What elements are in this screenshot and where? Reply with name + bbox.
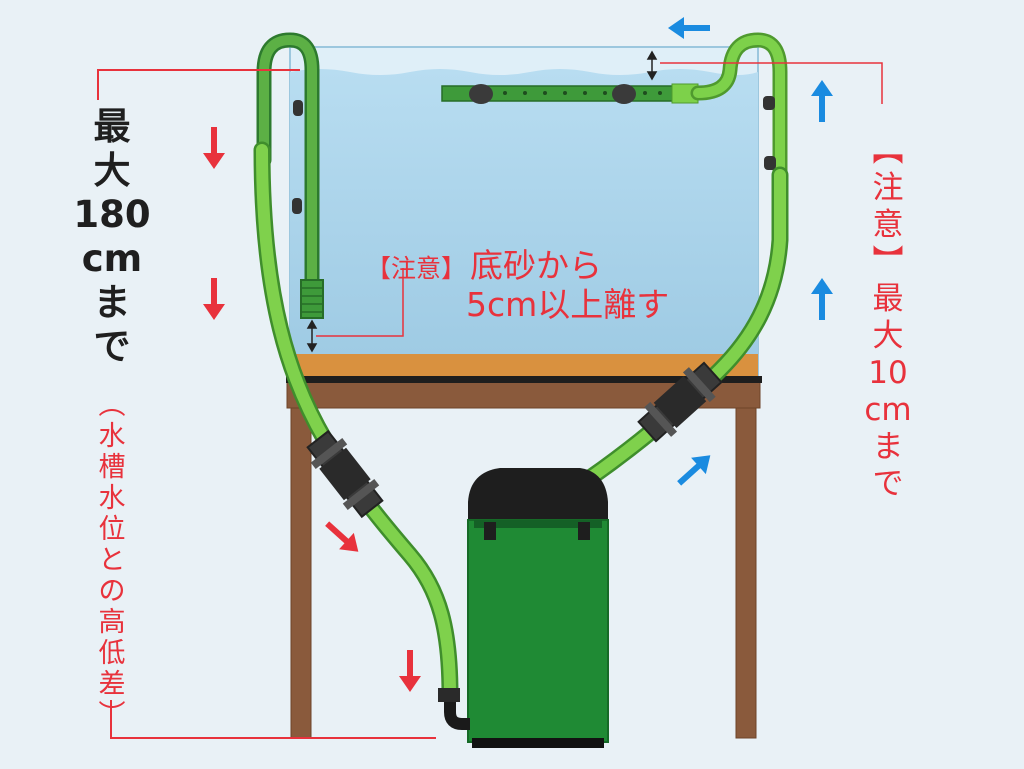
label-glyph: cm xyxy=(81,237,143,280)
label-glyph: 水 xyxy=(98,483,126,514)
label-glyph: 位 xyxy=(98,514,126,545)
suction-cup-icon xyxy=(612,84,636,104)
label-glyph: ま xyxy=(93,281,131,324)
note-line-2: 5cm以上離す xyxy=(466,285,670,324)
flow-up-arrows xyxy=(668,17,833,486)
suction-cup-icon xyxy=(469,84,493,104)
tank-water xyxy=(290,69,758,354)
blue-arrow-icon xyxy=(811,278,833,320)
label-glyph: 槽 xyxy=(98,452,126,483)
canister-filter xyxy=(438,468,609,748)
label-glyph: 大 xyxy=(872,318,904,354)
double-tap-valve-right xyxy=(637,361,723,443)
suction-cup-icon xyxy=(764,156,776,170)
red-arrow-icon xyxy=(203,278,225,320)
label-glyph: ︻ xyxy=(872,133,904,169)
label-glyph: ︶ xyxy=(98,700,126,731)
blue-arrow-icon xyxy=(811,80,833,122)
red-arrow-icon xyxy=(325,521,359,552)
blue-arrow-icon xyxy=(668,17,710,39)
height-difference-note: ︵水槽水位との高低差︶ xyxy=(92,392,132,733)
label-glyph: ま xyxy=(872,429,904,465)
label-glyph: で xyxy=(872,466,904,502)
filter-body xyxy=(467,519,609,743)
label-glyph: 大 xyxy=(93,149,131,192)
label-glyph: 最 xyxy=(93,105,131,148)
suction-cup-icon xyxy=(292,198,302,214)
label-glyph: ︵ xyxy=(98,390,126,421)
label-glyph: 水 xyxy=(98,421,126,452)
note-line-1: 底砂から xyxy=(470,246,603,285)
blue-arrow-icon xyxy=(677,455,711,486)
label-glyph: 最 xyxy=(872,281,904,317)
label-glyph: 注 xyxy=(872,170,904,206)
suction-cup-icon xyxy=(763,96,775,110)
note-tag: 【注意】 xyxy=(366,254,467,283)
intake-pipe xyxy=(256,32,324,319)
label-glyph: 低 xyxy=(98,638,126,669)
stand-left-leg xyxy=(290,407,312,739)
sand-clearance-note: 【注意】底砂から 5cm以上離す xyxy=(366,248,669,323)
double-tap-valve-left xyxy=(306,429,384,519)
label-glyph: 10 xyxy=(868,355,908,391)
note-pointer-line xyxy=(316,268,404,337)
label-glyph: 高 xyxy=(98,607,126,638)
gap-marker-icon xyxy=(306,50,658,353)
tank-base-frame xyxy=(286,376,762,383)
flow-down-arrows xyxy=(203,127,421,692)
label-glyph: 意 xyxy=(872,207,904,243)
intake-strainer xyxy=(300,279,324,319)
label-glyph: と xyxy=(98,545,126,576)
return-pipe xyxy=(690,32,788,186)
label-glyph: cm xyxy=(864,392,912,428)
height-dimension-line xyxy=(97,69,436,739)
filter-lid xyxy=(468,468,608,520)
red-arrow-icon xyxy=(203,127,225,169)
label-glyph: 差 xyxy=(98,669,126,700)
outflow-hose xyxy=(581,166,789,487)
label-glyph: で xyxy=(93,325,131,368)
tank-sand xyxy=(290,354,758,378)
return-height-dimension-line xyxy=(660,62,883,104)
label-glyph: の xyxy=(98,576,126,607)
suction-cup-icon xyxy=(293,100,303,116)
label-glyph: ︼ xyxy=(872,244,904,280)
red-arrow-icon xyxy=(399,650,421,692)
label-glyph: 180 xyxy=(73,193,151,236)
spray-bar xyxy=(441,83,699,104)
stand-right-leg xyxy=(735,407,757,739)
